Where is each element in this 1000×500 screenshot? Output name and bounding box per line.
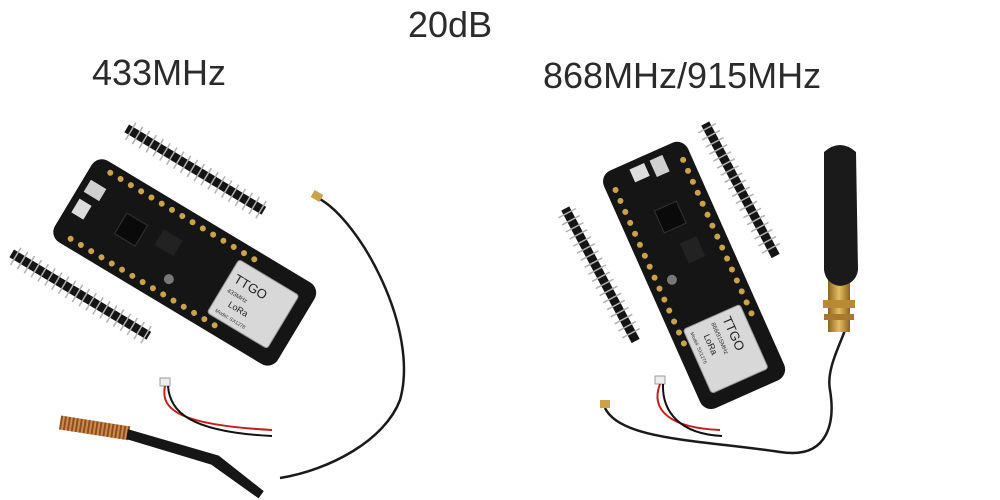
left-battery-wires [159, 377, 273, 437]
left-board-group: TTGO 433MHz LoRa Model: SX1278 [9, 122, 406, 499]
frequency-power-title: 20dB [408, 4, 493, 45]
right-sma-connector [823, 280, 855, 332]
left-coax-cable [279, 196, 406, 480]
left-pcb: TTGO 433MHz LoRa Model: SX1278 [53, 159, 317, 366]
right-pin-header-left [557, 206, 641, 344]
right-coax-cable [603, 329, 847, 455]
right-frequency-label: 868MHz/915MHz [543, 55, 822, 96]
left-pin-header-bottom [9, 247, 152, 344]
right-rubber-antenna [824, 145, 858, 286]
left-pin-header-top [124, 122, 267, 219]
left-spring-antenna [58, 415, 264, 499]
right-board-group: TTGO 868/915MHz LoRa Model: SX1276 [557, 121, 858, 455]
right-pin-header-right [697, 121, 781, 259]
right-pcb: TTGO 868/915MHz LoRa Model: SX1276 [603, 141, 786, 410]
left-frequency-label: 433MHz [92, 52, 227, 93]
right-battery-wires [654, 375, 723, 437]
